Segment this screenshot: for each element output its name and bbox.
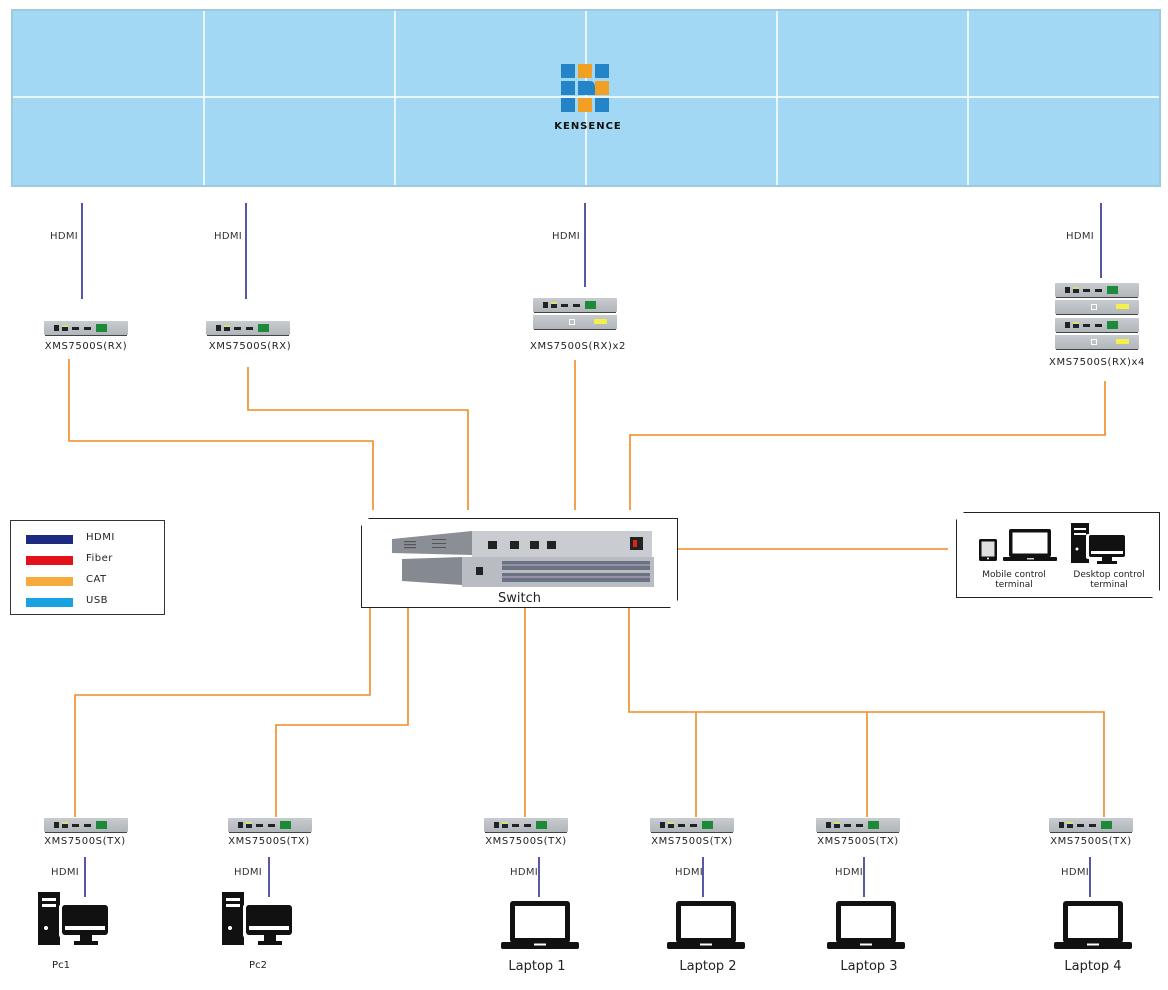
receiver-device-rx4a: [1055, 283, 1139, 297]
desktop-pc-icon: [38, 892, 109, 945]
laptop-icon: [1003, 525, 1063, 565]
hdmi-label-rx4: HDMI: [1066, 231, 1094, 242]
desktop-control-terminal-label: Desktop control terminal: [1073, 570, 1145, 590]
tablet-icon: [977, 523, 1027, 563]
receiver-label-rx2: XMS7500S(RX): [208, 341, 292, 352]
legend-swatch-hdmi: [26, 535, 73, 544]
laptop-icon: [827, 901, 905, 949]
legend: HDMI Fiber CAT USB: [10, 520, 165, 615]
cat-cable-tx1: [74, 608, 371, 817]
receiver-device-rx3a: [533, 298, 617, 312]
cat-cable-rx4: [629, 381, 1106, 510]
receiver-device-rx4c: [1055, 318, 1139, 332]
transmitter-device-tx4: [650, 818, 734, 832]
hdmi-label-tx1: HDMI: [51, 867, 79, 878]
desktop-pc-icon: [1069, 521, 1129, 565]
video-wall: KENSENCE: [11, 9, 1161, 187]
hdmi-label-rx2: HDMI: [214, 231, 242, 242]
hdmi-label-rx1: HDMI: [50, 231, 78, 242]
receiver-device-rx4b: [1055, 300, 1139, 314]
kensence-logo-icon: [561, 64, 609, 112]
hdmi-label-rx3: HDMI: [552, 231, 580, 242]
desktop-pc-icon: [222, 892, 293, 945]
legend-swatch-fiber: [26, 556, 73, 565]
legend-label: HDMI: [86, 532, 115, 543]
receiver-label-rx1: XMS7500S(RX): [44, 341, 128, 352]
hdmi-label-tx4: HDMI: [675, 867, 703, 878]
hdmi-label-tx3: HDMI: [510, 867, 538, 878]
transmitter-label-tx4: XMS7500S(TX): [651, 836, 733, 847]
brand-name: KENSENCE: [554, 121, 622, 132]
video-wall-grid: [13, 11, 1159, 185]
transmitter-label-tx6: XMS7500S(TX): [1050, 836, 1132, 847]
legend-item-fiber: Fiber: [26, 553, 156, 566]
source-label-pc2: Pc2: [249, 960, 267, 971]
switch-node: Switch: [361, 518, 678, 608]
mobile-control-terminal-label: Mobile control terminal: [982, 570, 1046, 590]
laptop-icon: [501, 901, 579, 949]
hdmi-label-tx2: HDMI: [234, 867, 262, 878]
source-label-laptop1: Laptop 1: [508, 959, 566, 974]
transmitter-device-tx3: [484, 818, 568, 832]
source-label-pc1: Pc1: [52, 960, 70, 971]
transmitter-label-tx2: XMS7500S(TX): [228, 836, 310, 847]
hdmi-cables: [81, 203, 1102, 897]
cat-cable-rx1: [68, 359, 374, 510]
transmitter-label-tx5: XMS7500S(TX): [817, 836, 899, 847]
control-terminals-node: Mobile control terminal Desktop control …: [956, 512, 1160, 598]
legend-label: Fiber: [86, 553, 113, 564]
hdmi-label-tx5: HDMI: [835, 867, 863, 878]
receiver-device-rx2: [206, 321, 290, 335]
source-label-laptop3: Laptop 3: [840, 959, 898, 974]
laptop-icon: [1054, 901, 1132, 949]
switch-label: Switch: [498, 591, 541, 606]
legend-swatch-cat: [26, 577, 73, 586]
transmitter-label-tx3: XMS7500S(TX): [485, 836, 567, 847]
cat-cable-rx2: [247, 367, 469, 510]
legend-item-cat: CAT: [26, 574, 156, 587]
transmitter-device-tx1: [44, 818, 128, 832]
cat-cable-tx2: [275, 608, 409, 817]
receiver-label-rx3: XMS7500S(RX)x2: [530, 341, 626, 352]
receiver-device-rx3b: [533, 315, 617, 329]
transmitter-label-tx1: XMS7500S(TX): [44, 836, 126, 847]
legend-item-hdmi: HDMI: [26, 532, 156, 545]
source-label-laptop2: Laptop 2: [679, 959, 737, 974]
hdmi-label-tx6: HDMI: [1061, 867, 1089, 878]
laptop-icon: [667, 901, 745, 949]
cat-cables: [68, 359, 1106, 817]
transmitter-device-tx5: [816, 818, 900, 832]
receiver-device-rx1: [44, 321, 128, 335]
transmitter-device-tx2: [228, 818, 312, 832]
legend-label: USB: [86, 595, 109, 606]
legend-swatch-usb: [26, 598, 73, 607]
network-switch-icon: [392, 527, 662, 591]
transmitter-device-tx6: [1049, 818, 1133, 832]
legend-item-usb: USB: [26, 595, 156, 608]
source-label-laptop4: Laptop 4: [1064, 959, 1122, 974]
legend-label: CAT: [86, 574, 107, 585]
receiver-label-rx4: XMS7500S(RX)x4: [1049, 357, 1145, 368]
receiver-device-rx4d: [1055, 335, 1139, 349]
